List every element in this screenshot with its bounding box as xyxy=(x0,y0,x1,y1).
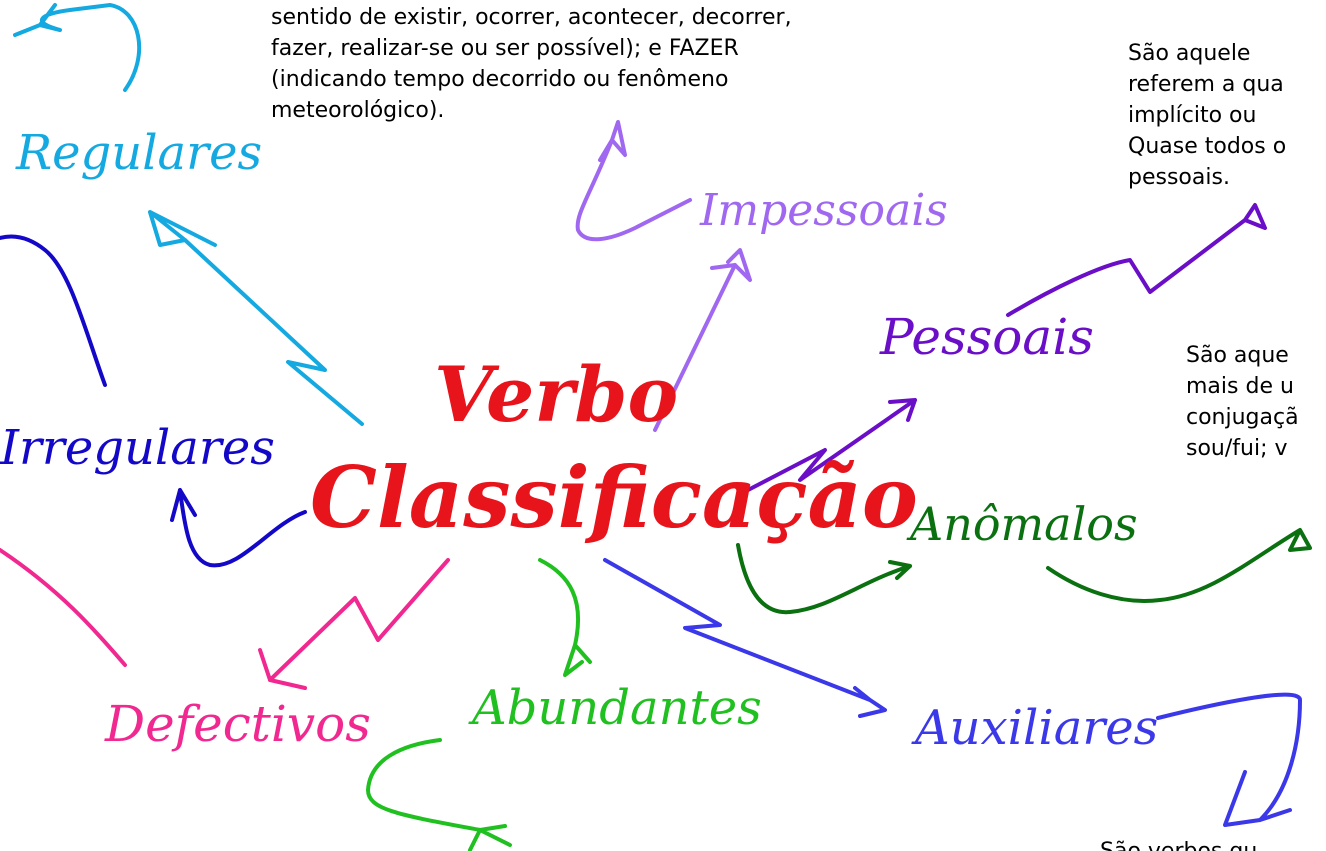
note-pessoais-line: implícito ou xyxy=(1128,103,1257,128)
arrow-to-abundantes xyxy=(538,558,592,677)
note-pessoais: São aquele referem a qua implícito ou Qu… xyxy=(1128,38,1286,193)
arrow-to-irregulares xyxy=(170,488,307,568)
arrow-to-auxiliares xyxy=(603,558,887,718)
arrow-impessoais-up xyxy=(575,120,692,242)
label-abundantes: Abundantes xyxy=(472,680,762,736)
note-anomalos-line: mais de u xyxy=(1186,374,1294,399)
note-auxiliares-line: São verbos qu xyxy=(1100,836,1257,851)
arrow-irregulares-up xyxy=(0,234,107,387)
label-regulares: Regulares xyxy=(16,125,263,181)
arrow-auxiliares-down xyxy=(1156,692,1302,827)
note-impessoais-line: sentido de existir, ocorrer, acontecer, … xyxy=(271,5,792,30)
label-irregulares: Irregulares xyxy=(0,420,275,476)
arrow-to-impessoais xyxy=(653,248,752,432)
note-anomalos-line: conjugaçã xyxy=(1186,405,1299,430)
note-impessoais-line: meteorológico). xyxy=(271,98,445,123)
note-impessoais-line: fazer, realizar-se ou ser possível); e F… xyxy=(271,36,739,61)
note-pessoais-line: Quase todos o xyxy=(1128,134,1287,159)
diagram-title-line2: Classificação xyxy=(310,448,918,547)
label-anomalos: Anômalos xyxy=(910,497,1138,551)
diagram-title-line1: Verbo xyxy=(434,350,679,439)
arrow-abundantes-down xyxy=(366,738,512,851)
note-impessoais: sentido de existir, ocorrer, acontecer, … xyxy=(271,2,792,126)
arrow-pessoais-up xyxy=(1006,203,1267,317)
label-defectivos: Defectivos xyxy=(105,695,371,753)
arrow-to-pessoais xyxy=(746,398,917,492)
label-auxiliares: Auxiliares xyxy=(915,700,1159,756)
arrow-defectivos-left xyxy=(0,548,127,667)
arrow-to-regulares xyxy=(148,210,364,426)
note-pessoais-line: pessoais. xyxy=(1128,165,1230,190)
note-anomalos-line: sou/fui; v xyxy=(1186,436,1288,461)
arrow-anomalos-right xyxy=(1046,528,1312,603)
note-impessoais-line: (indicando tempo decorrido ou fenômeno xyxy=(271,67,729,92)
arrow-top-left-swirl xyxy=(13,3,142,92)
label-pessoais: Pessoais xyxy=(880,308,1094,366)
arrow-to-defectivos xyxy=(258,558,450,690)
arrow-to-anomalos xyxy=(736,543,912,615)
note-pessoais-line: São aquele xyxy=(1128,41,1251,66)
note-auxiliares: São verbos qu xyxy=(1100,836,1257,851)
note-pessoais-line: referem a qua xyxy=(1128,72,1284,97)
label-impessoais: Impessoais xyxy=(700,185,948,236)
note-anomalos: São aque mais de u conjugaçã sou/fui; v xyxy=(1186,340,1299,464)
note-anomalos-line: São aque xyxy=(1186,343,1289,368)
